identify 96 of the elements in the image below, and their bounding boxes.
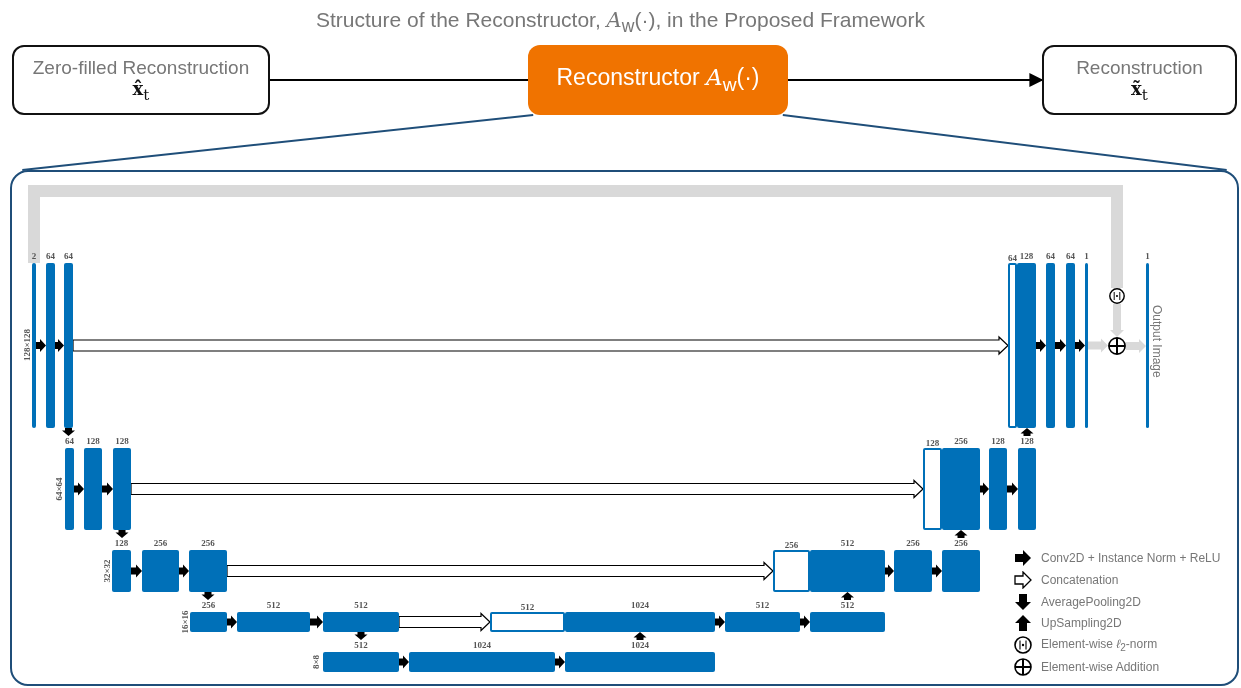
residual-arrow [1088, 338, 1108, 353]
arrow [115, 530, 129, 538]
arrow [62, 428, 75, 436]
channel-count: 64 [46, 251, 55, 261]
connector-line [21, 114, 535, 171]
legend-text: AveragePooling2D [1041, 594, 1141, 609]
output-label: Output Image [1151, 305, 1163, 378]
arrow [787, 73, 1044, 87]
box-label: Reconstruction [1076, 56, 1203, 79]
concatenation-arrow [130, 479, 924, 499]
resolution-label: 128×128 [22, 328, 33, 362]
channel-count: 1024 [631, 640, 649, 650]
resolution-label: 64×64 [53, 477, 64, 501]
arrow [932, 564, 942, 578]
arrow [102, 482, 113, 496]
channel-count: 512 [266, 600, 281, 610]
residual-arrow [1126, 339, 1146, 353]
reconstruction-box [12, 45, 270, 115]
channel-count: 512 [520, 602, 535, 612]
legend-text: UpSampling2D [1041, 616, 1122, 631]
channel-count: 128 [86, 436, 100, 446]
legend-text: Concatenation [1041, 572, 1119, 587]
math-symbol: x̃$_{t}$ [1131, 78, 1148, 104]
channel-count: 512 [840, 538, 855, 548]
concatenation-arrow [226, 561, 774, 581]
channel-count: 64 [65, 436, 74, 446]
skip-connection-line [28, 185, 1123, 288]
arrow [1007, 482, 1018, 496]
box-label: Zero-filled Reconstruction [32, 56, 250, 79]
channel-count: 128 [925, 438, 940, 448]
legend-text: Conv2D + Instance Norm + ReLU [1041, 551, 1221, 565]
concatenation-arrow [72, 335, 1009, 356]
channel-count: 256 [201, 538, 215, 548]
arrow [354, 632, 368, 640]
channel-count: 64 [64, 251, 73, 261]
elementwise-norm-symbol [1109, 288, 1125, 304]
channel-count: 1024 [631, 600, 649, 610]
arrow [555, 655, 565, 669]
channel-count: 1 [1084, 251, 1089, 261]
connector-line [269, 79, 529, 81]
arrow [131, 564, 142, 578]
arrow [399, 655, 409, 669]
resolution-label: 8×8 [311, 654, 322, 670]
connector-line [781, 114, 1228, 171]
resolution-label: 32×32 [101, 559, 112, 583]
channel-count: 128 [1020, 436, 1034, 446]
channel-count: 512 [354, 600, 368, 610]
arrow [980, 482, 989, 496]
channel-count: 64 [1008, 253, 1017, 263]
arrow [885, 564, 894, 578]
channel-count: 256 [906, 538, 920, 548]
concatenation-arrow [398, 612, 491, 632]
arrow [1020, 428, 1034, 436]
arrow [1036, 339, 1046, 352]
legend-text: Element-wise ℓ$_{2}$-norm [1041, 637, 1158, 654]
channel-count: 512 [354, 640, 368, 650]
arrow [36, 339, 46, 352]
arrow [841, 592, 854, 600]
channel-count: 256 [153, 538, 168, 548]
channel-count: 256 [201, 600, 216, 610]
arrow [633, 632, 647, 640]
arrow [179, 564, 189, 578]
arrow [74, 482, 84, 496]
channel-count: 512 [755, 600, 770, 610]
arrow [55, 339, 64, 352]
channel-count: 1 [1145, 251, 1150, 261]
legend-text: Element-wise Addition [1041, 660, 1160, 674]
arrow [954, 530, 968, 538]
channel-count: 128 [991, 436, 1005, 446]
arrow [201, 592, 215, 600]
channel-count: 256 [954, 538, 968, 548]
channel-count: 256 [784, 540, 799, 550]
arrow [310, 615, 323, 629]
residual-arrow [1110, 304, 1124, 337]
reconstructor-box [528, 45, 788, 115]
arrow [1075, 339, 1085, 352]
channel-count: 64 [1066, 251, 1075, 261]
reconstruction-box [1042, 45, 1237, 115]
box-label: Reconstructor A$_{w}$(·) [556, 64, 760, 96]
channel-count: 128 [114, 538, 129, 548]
arrow [1055, 339, 1066, 352]
channel-count: 256 [954, 436, 968, 446]
arrow [800, 615, 810, 629]
channel-count: 64 [1046, 251, 1055, 261]
channel-count: 512 [840, 600, 855, 610]
arrow [227, 615, 237, 629]
diagram-title: Structure of the Reconstructor, A$_{w}$(·), in the Proposed Framework [314, 8, 927, 38]
resolution-label: 16×16 [179, 610, 190, 634]
arrow [715, 615, 725, 629]
channel-count: 2 [31, 251, 37, 261]
addition-symbol [1108, 337, 1126, 355]
math-symbol: x̂$_{t}$ [132, 78, 150, 104]
channel-count: 128 [1019, 251, 1034, 261]
channel-count: 128 [115, 436, 129, 446]
channel-count: 1024 [473, 640, 491, 650]
network-panel [10, 170, 1239, 686]
